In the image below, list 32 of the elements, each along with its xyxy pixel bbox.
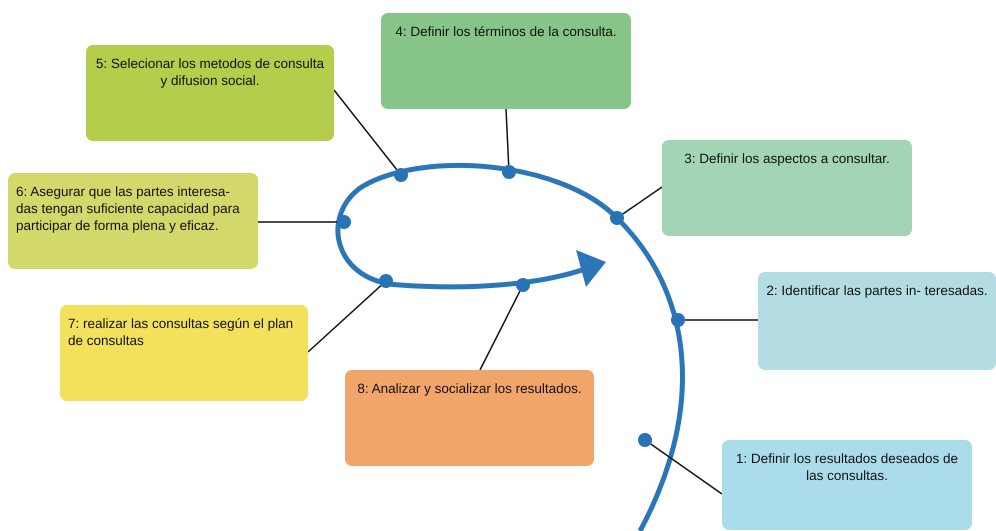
leader-line xyxy=(650,443,722,495)
step-card xyxy=(345,370,594,466)
spiral-dot xyxy=(337,215,351,229)
spiral-dot xyxy=(638,433,652,447)
leader-line xyxy=(333,90,398,170)
step-card xyxy=(662,140,912,236)
step-text: 3: Definir los aspectos a consultar. xyxy=(683,150,891,167)
step-text: 2: Identificar las partes in- teresadas. xyxy=(766,282,988,299)
leader-line xyxy=(308,285,382,353)
step-card xyxy=(60,305,308,401)
step-card xyxy=(722,440,972,530)
step-card xyxy=(86,45,334,141)
spiral-dot xyxy=(394,168,408,182)
step-card xyxy=(381,13,631,109)
step-text: 6: Asegurar que las partes interesa- das tengan suficiente capacidad para participar de forma plena y eficaz. xyxy=(16,183,241,234)
spiral-dot xyxy=(516,278,530,292)
step-text: 1: Definir los resultados deseados de las consultas. xyxy=(734,450,960,484)
step-card xyxy=(758,272,996,370)
spiral-dot xyxy=(379,274,393,288)
step-text: 5: Selecionar los metodos de consulta y difusion social. xyxy=(94,55,326,89)
step-text: 7: realizar las consultas según el plan de consultas xyxy=(68,315,294,349)
spiral-dot xyxy=(610,211,624,225)
spiral-dot xyxy=(502,165,516,179)
leader-line xyxy=(479,290,520,370)
leader-line xyxy=(505,108,510,166)
step-text: 4: Definir los términos de la consulta. xyxy=(394,23,618,40)
step-text: 8: Analizar y socializar los resultados. xyxy=(356,380,583,397)
leader-line xyxy=(685,319,758,321)
leader-line xyxy=(258,221,337,223)
leader-line xyxy=(622,186,662,215)
step-card xyxy=(8,173,258,269)
spiral-dot xyxy=(671,313,685,327)
